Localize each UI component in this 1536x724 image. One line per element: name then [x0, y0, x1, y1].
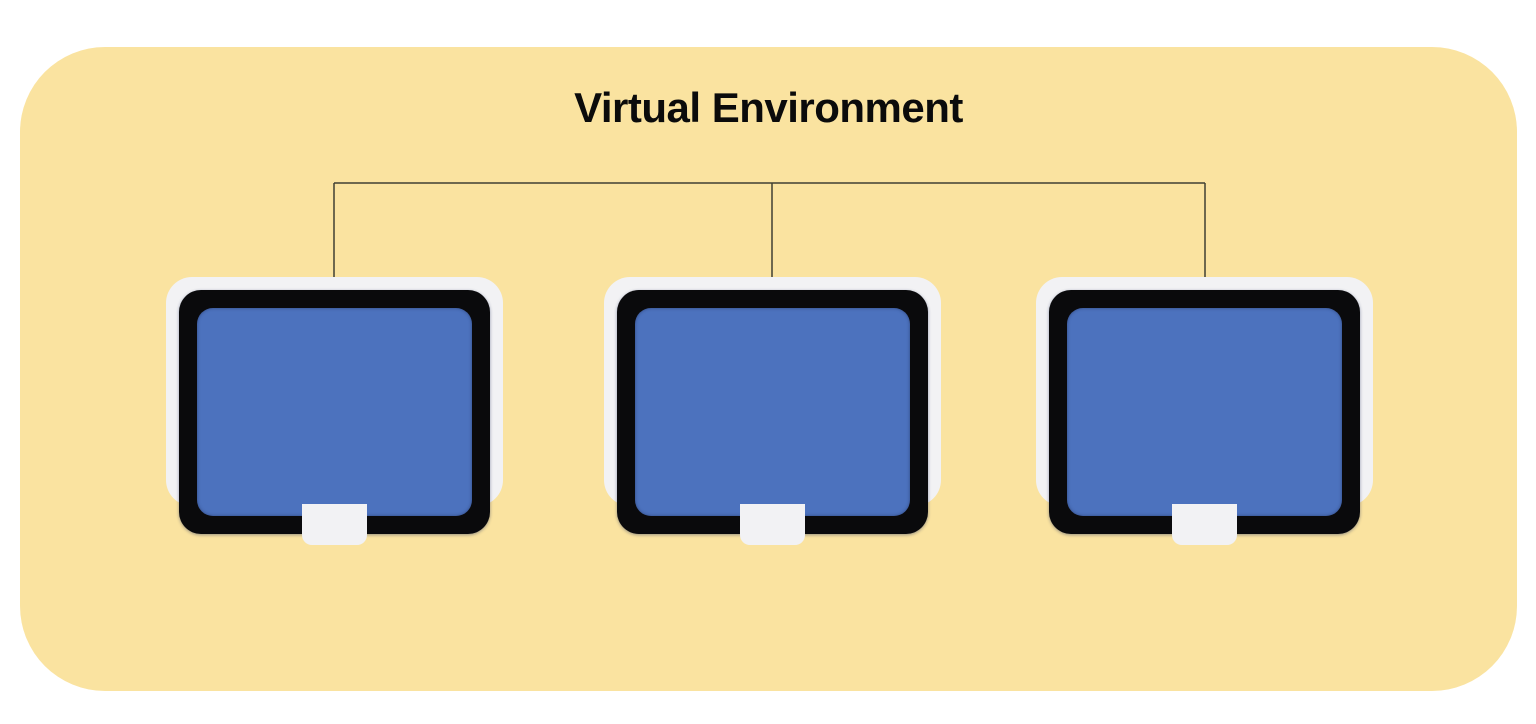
- monitor-screen: [635, 308, 910, 516]
- diagram-title: Virtual Environment: [574, 84, 963, 131]
- monitor-bezel: [617, 290, 928, 534]
- computer-monitor-icon: [166, 277, 503, 547]
- monitor-stand: [740, 504, 805, 545]
- monitor-screen: [1067, 308, 1342, 516]
- monitor-stand: [302, 504, 367, 545]
- monitor-bezel: [179, 290, 490, 534]
- computer-monitor-icon: [1036, 277, 1373, 547]
- monitor-screen: [197, 308, 472, 516]
- monitor-stand: [1172, 504, 1237, 545]
- monitor-bezel: [1049, 290, 1360, 534]
- computer-monitor-icon: [604, 277, 941, 547]
